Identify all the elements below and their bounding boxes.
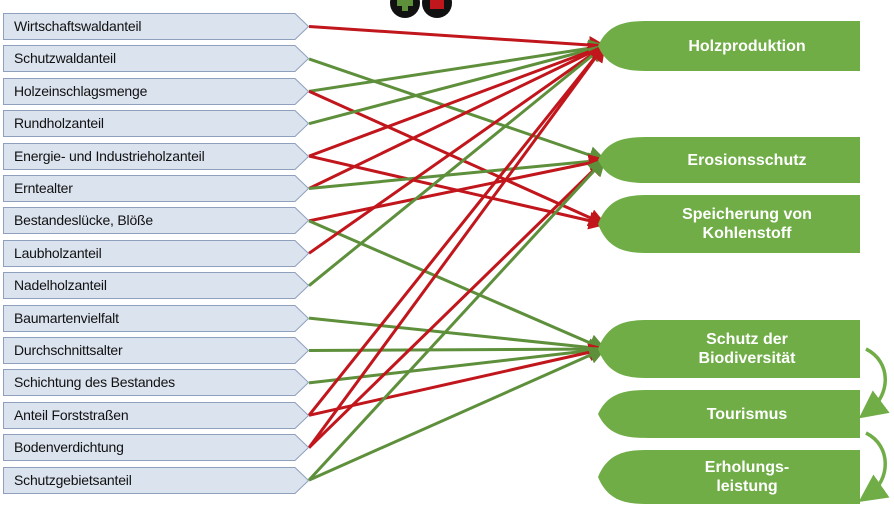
link-erntealter-erosion-positive bbox=[308, 152, 607, 190]
indicator-label: Durchschnittsalter bbox=[14, 342, 123, 358]
indicator-nadelholz: Nadelholzanteil bbox=[3, 272, 309, 300]
indicator-energieholz: Energie- und Industrieholzanteil bbox=[3, 142, 309, 170]
indicator-schichtung: Schichtung des Bestandes bbox=[3, 369, 309, 397]
indicator-holzeinschlag: Holzeinschlagsmenge bbox=[3, 77, 309, 105]
service-biodiv: Schutz der Biodiversität bbox=[598, 320, 860, 378]
service-label: Erholungs- leistung bbox=[704, 459, 790, 495]
service-erholung: Erholungs- leistung bbox=[598, 450, 860, 504]
link-holzeinschlag-holz-positive bbox=[308, 39, 607, 93]
service-erosion: Erosionsschutz bbox=[598, 137, 860, 183]
indicator-bestandesluecke: Bestandeslücke, Blöße bbox=[3, 207, 309, 235]
service-tourismus: Tourismus bbox=[598, 390, 860, 438]
flow-arrow-biodiv-tourismus bbox=[858, 347, 890, 419]
link-nadelholz-holz-positive bbox=[308, 44, 607, 287]
link-schutzwald-erosion-positive bbox=[308, 57, 607, 164]
service-label: Erosionsschutz bbox=[687, 151, 807, 169]
link-bodenverdichtung-holz-negative bbox=[307, 43, 606, 449]
indicator-label: Erntealter bbox=[14, 180, 73, 196]
service-label: Speicherung von Kohlenstoff bbox=[682, 206, 812, 242]
link-forststrassen-biodiv-negative bbox=[308, 343, 607, 417]
indicator-label: Schutzwaldanteil bbox=[14, 50, 116, 67]
indicator-label: Baumartenvielfalt bbox=[14, 309, 119, 326]
service-label: Holzproduktion bbox=[688, 37, 806, 55]
flow-arrow-tourismus-erholung bbox=[858, 431, 890, 503]
link-laubholz-holz-negative bbox=[308, 44, 607, 255]
indicator-bodenverdichtung: Bodenverdichtung bbox=[3, 434, 309, 462]
link-baumarten-biodiv-positive bbox=[308, 316, 607, 357]
link-holzeinschlag-kohlenstoff-negative bbox=[308, 89, 607, 227]
indicator-laubholz: Laubholzanteil bbox=[3, 239, 309, 267]
indicator-label: Schutzgebietsanteil bbox=[14, 471, 132, 488]
indicator-baumarten: Baumartenvielfalt bbox=[3, 304, 309, 332]
indicator-schutzgebiet: Schutzgebietsanteil bbox=[3, 466, 309, 494]
link-schichtung-biodiv-positive bbox=[308, 341, 607, 385]
indicator-erntealter: Erntealter bbox=[3, 175, 309, 202]
minus-icon bbox=[422, 0, 452, 18]
link-schutzgebiet-erosion-positive bbox=[307, 157, 607, 482]
indicator-label: Anteil Forststraßen bbox=[14, 406, 129, 423]
link-bestandesluecke-biodiv-positive bbox=[308, 219, 607, 352]
link-bodenverdichtung-erosion-negative bbox=[307, 157, 607, 449]
link-schutzgebiet-biodiv-positive bbox=[308, 346, 607, 482]
indicator-label: Holzeinschlagsmenge bbox=[14, 82, 148, 99]
indicator-label: Schichtung des Bestandes bbox=[14, 374, 175, 391]
indicator-label: Energie- und Industrieholzanteil bbox=[14, 147, 205, 164]
indicator-rundholz: Rundholzanteil bbox=[3, 110, 309, 138]
plus-icon bbox=[390, 0, 420, 18]
indicator-label: Rundholzanteil bbox=[14, 115, 104, 132]
indicator-label: Wirtschaftswaldanteil bbox=[14, 18, 142, 34]
link-energieholz-holz-negative bbox=[308, 42, 607, 158]
link-bestandesluecke-erosion-negative bbox=[308, 154, 607, 223]
indicator-label: Bodenverdichtung bbox=[14, 439, 124, 456]
indicator-label: Laubholzanteil bbox=[14, 244, 102, 261]
link-wirtschaftswald-holz-negative bbox=[308, 25, 607, 54]
link-rundholz-holz-positive bbox=[308, 41, 607, 126]
service-holz: Holzproduktion bbox=[598, 21, 860, 71]
indicator-label: Nadelholzanteil bbox=[14, 277, 107, 294]
link-erntealter-holz-negative bbox=[308, 44, 607, 190]
indicator-schutzwald: Schutzwaldanteil bbox=[3, 45, 309, 73]
service-label: Schutz der Biodiversität bbox=[698, 331, 796, 367]
link-forststrassen-holz-negative bbox=[307, 43, 606, 417]
indicator-forststrassen: Anteil Forststraßen bbox=[3, 401, 309, 429]
indicator-wirtschaftswald: Wirtschaftswaldanteil bbox=[3, 13, 309, 40]
service-kohlenstoff: Speicherung von Kohlenstoff bbox=[598, 195, 860, 253]
service-label: Tourismus bbox=[706, 405, 788, 423]
link-durchschnittsalter-biodiv-positive bbox=[308, 340, 607, 359]
indicator-label: Bestandeslücke, Blöße bbox=[14, 212, 153, 229]
indicator-durchschnittsalter: Durchschnittsalter bbox=[3, 337, 309, 364]
